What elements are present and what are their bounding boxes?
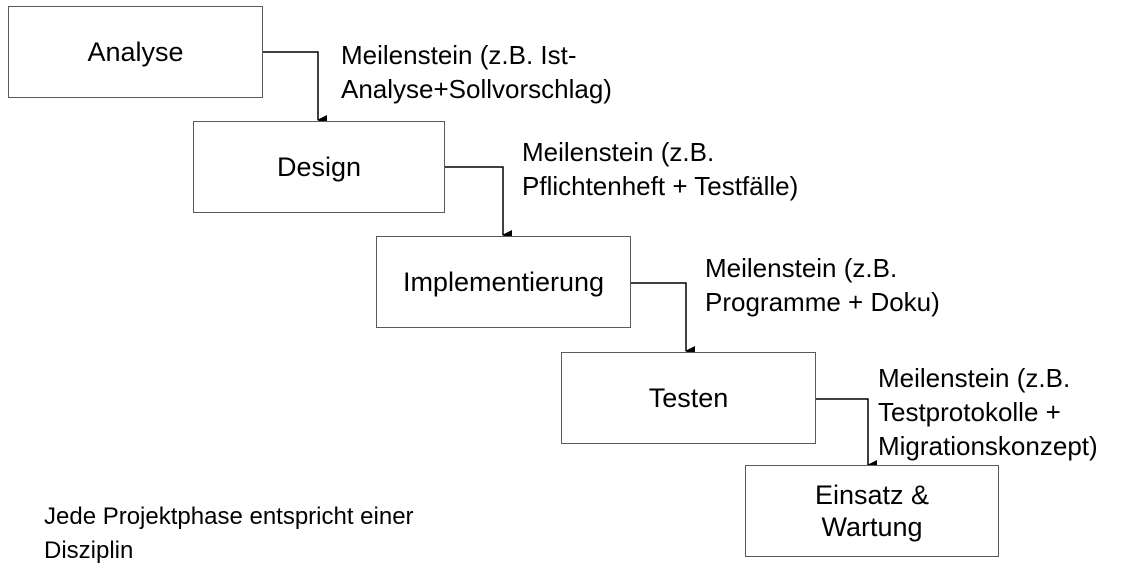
milestone-line-2: Pflichtenheft + Testfälle) [522,171,799,201]
milestone-implementierung: Meilenstein (z.B. Programme + Doku) [705,251,940,319]
arrow-implementierung-to-testen [631,282,695,356]
arrow-design-to-implementierung [445,166,512,240]
milestone-testen: Meilenstein (z.B. Testprotokolle + Migra… [878,361,1098,463]
milestone-line-1: Meilenstein (z.B. [705,253,898,283]
phase-einsatz-wartung: Einsatz & Wartung [745,465,999,557]
milestone-line-1: Meilenstein (z.B. [522,137,715,167]
footnote-line-2: Disziplin [44,537,134,564]
milestone-line-1: Meilenstein (z.B. Ist- [341,40,577,70]
phase-label: Design [276,151,362,182]
milestone-line-3: Migrationskonzept) [878,431,1098,461]
phase-label-line-1: Einsatz & [814,479,930,510]
phase-label: Analyse [87,36,184,67]
phase-analyse: Analyse [8,6,263,98]
milestone-line-2: Analyse+Sollvorschlag) [341,74,612,104]
milestone-line-2: Programme + Doku) [705,287,940,317]
phase-design: Design [193,121,445,213]
milestone-line-2: Testprotokolle + [878,397,1061,427]
phase-label: Testen [648,382,729,413]
phase-implementierung: Implementierung [376,236,631,328]
phase-testen: Testen [561,352,816,444]
phase-label: Implementierung [402,266,605,297]
footnote-line-1: Jede Projektphase entspricht einer [44,503,414,530]
arrow-testen-to-einsatz [816,398,877,470]
arrow-analyse-to-design [263,51,327,125]
footnote: Jede Projektphase entspricht einer Diszi… [44,500,414,568]
milestone-analyse: Meilenstein (z.B. Ist- Analyse+Sollvorsc… [341,38,612,106]
milestone-design: Meilenstein (z.B. Pflichtenheft + Testfä… [522,135,798,203]
phase-label-line-2: Wartung [821,512,923,542]
milestone-line-1: Meilenstein (z.B. [878,363,1071,393]
